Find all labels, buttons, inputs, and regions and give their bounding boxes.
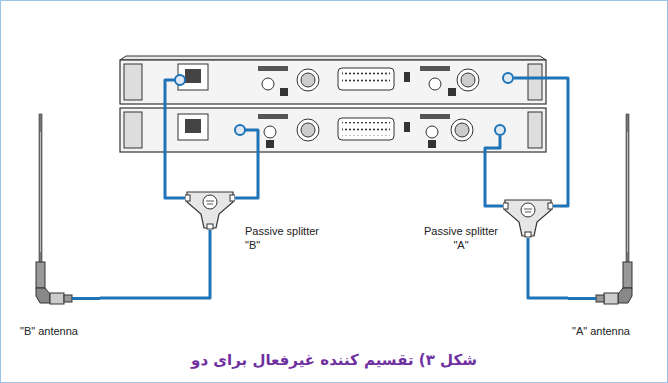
node-label: "B" antenna [20, 324, 110, 338]
receiver-bottom [120, 108, 546, 152]
cable [165, 78, 568, 206]
node-label: "A" antenna [572, 324, 662, 338]
antenna-shape [568, 112, 640, 308]
passive-splitter: Passive splitter "B" [185, 188, 235, 230]
node-label: Passive splitter "B" [245, 224, 319, 252]
antenna-shape [28, 112, 100, 308]
antenna-cable [528, 238, 568, 298]
splitter-shape [503, 196, 553, 238]
antenna: "A" antenna [568, 112, 640, 308]
caption: شکل ۳) تقسیم کننده غیرفعال برای دو [0, 351, 668, 369]
antenna: "B" antenna [28, 112, 100, 308]
passive-splitter: Passive splitter "A" [503, 196, 553, 238]
antenna-cable [100, 230, 210, 298]
antenna-jack [175, 73, 513, 135]
node-label: Passive splitter "A" [424, 224, 498, 252]
receiver-top [120, 56, 546, 104]
splitter-shape [185, 188, 235, 230]
